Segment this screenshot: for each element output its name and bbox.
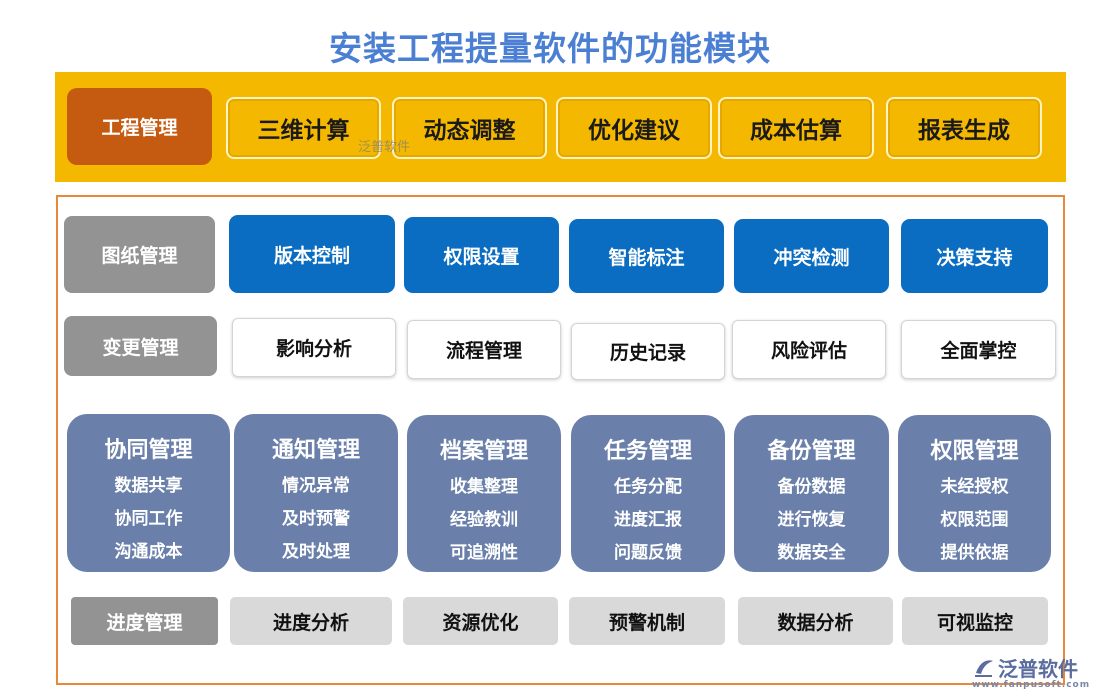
row-label-change-management[interactable]: 变更管理 (64, 316, 217, 376)
row2-item-2[interactable]: 流程管理 (407, 320, 561, 379)
top-item-3[interactable]: 优化建议 (556, 97, 712, 159)
top-item-4[interactable]: 成本估算 (718, 97, 874, 159)
page-title: 安装工程提量软件的功能模块 (329, 29, 771, 68)
row4-item-5[interactable]: 可视监控 (902, 597, 1048, 645)
row-label-progress-management[interactable]: 进度管理 (71, 597, 218, 645)
row2-item-5[interactable]: 全面掌控 (901, 320, 1056, 379)
module-engineering-management[interactable]: 工程管理 (67, 88, 212, 165)
logo-url: www.fanpusoft.com (972, 680, 1091, 690)
card-item: 及时处理 (282, 542, 350, 562)
card-item: 问题反馈 (614, 543, 682, 563)
card-item: 数据安全 (777, 543, 846, 563)
card-item: 沟通成本 (114, 542, 183, 562)
card-item: 权限范围 (940, 510, 1009, 530)
card-item: 收集整理 (450, 477, 518, 497)
logo-icon (975, 660, 993, 677)
top-item-2[interactable]: 动态调整 (392, 97, 547, 159)
row1-item-3[interactable]: 智能标注 (569, 219, 724, 293)
card-item: 进度汇报 (614, 510, 682, 530)
logo-name: 泛普软件 (998, 656, 1078, 681)
card-item: 备份数据 (777, 477, 846, 497)
row1-item-4[interactable]: 冲突检测 (734, 219, 889, 293)
top-item-1[interactable]: 三维计算 (226, 97, 381, 159)
card-task[interactable]: 任务管理 任务分配 进度汇报 问题反馈 (571, 415, 725, 572)
card-item: 未经授权 (940, 477, 1009, 497)
watermark-text: 泛普软件 (358, 140, 411, 155)
card-collaboration[interactable]: 协同管理 数据共享 协同工作 沟通成本 (67, 414, 230, 572)
card-title: 通知管理 (271, 438, 360, 463)
card-item: 数据共享 (114, 476, 183, 496)
card-archive[interactable]: 档案管理 收集整理 经验教训 可追溯性 (407, 415, 561, 572)
card-title: 协同管理 (104, 438, 193, 463)
card-item: 进行恢复 (777, 510, 846, 530)
card-backup[interactable]: 备份管理 备份数据 进行恢复 数据安全 (734, 415, 889, 572)
modules-frame (56, 195, 1065, 685)
card-item: 可追溯性 (450, 543, 518, 563)
row2-item-1[interactable]: 影响分析 (232, 318, 396, 377)
card-title: 备份管理 (767, 439, 856, 464)
card-title: 任务管理 (603, 439, 692, 464)
row4-item-1[interactable]: 进度分析 (230, 597, 392, 645)
row1-item-5[interactable]: 决策支持 (901, 219, 1048, 293)
row1-item-1[interactable]: 版本控制 (229, 215, 395, 293)
card-notification[interactable]: 通知管理 情况异常 及时预警 及时处理 (234, 414, 398, 572)
card-item: 情况异常 (282, 476, 350, 496)
row4-item-3[interactable]: 预警机制 (569, 597, 725, 645)
card-permission[interactable]: 权限管理 未经授权 权限范围 提供依据 (898, 415, 1051, 572)
brand-logo: 泛普软件 www.fanpusoft.com (972, 652, 1089, 691)
card-item: 提供依据 (940, 543, 1009, 563)
row1-item-2[interactable]: 权限设置 (404, 217, 559, 293)
row-label-drawing-management[interactable]: 图纸管理 (64, 216, 215, 293)
card-title: 权限管理 (930, 439, 1019, 464)
card-item: 经验教训 (450, 510, 518, 530)
card-item: 协同工作 (114, 509, 183, 529)
top-item-5[interactable]: 报表生成 (886, 97, 1042, 159)
card-item: 任务分配 (614, 477, 682, 497)
card-title: 档案管理 (439, 439, 528, 464)
card-item: 及时预警 (282, 509, 350, 529)
row4-item-4[interactable]: 数据分析 (738, 597, 893, 645)
row2-item-3[interactable]: 历史记录 (571, 323, 725, 380)
row4-item-2[interactable]: 资源优化 (403, 597, 558, 645)
row2-item-4[interactable]: 风险评估 (732, 320, 886, 379)
